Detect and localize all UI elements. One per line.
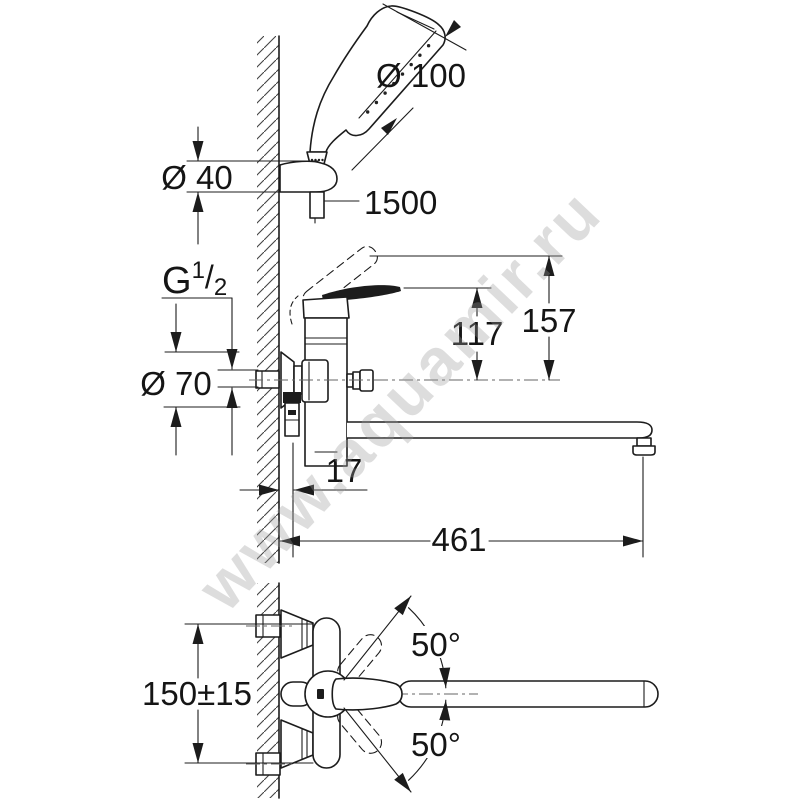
dim-label-head-diameter: Ø 100 <box>376 57 466 94</box>
dim-label-hose-length: 1500 <box>364 184 437 221</box>
mixer-side-view <box>255 245 656 467</box>
dim-label-461: 461 <box>431 521 486 558</box>
hand-shower-body <box>309 5 446 153</box>
bottom-escutcheon <box>280 719 314 769</box>
dim-label-117: 117 <box>451 315 504 352</box>
spout-nozzle-neck <box>636 437 652 447</box>
lever-handle-plan <box>331 677 403 711</box>
dim-label-holder-diameter: Ø 40 <box>161 159 233 196</box>
dim-label-50-up: 50° <box>411 626 461 663</box>
spray-face-line <box>358 30 437 119</box>
dim-height-117: 117 <box>403 287 504 381</box>
hand-shower <box>279 5 446 224</box>
dim-label-150: 150±15 <box>142 675 252 712</box>
dim-escutcheon-diameter: Ø 70 <box>140 303 241 456</box>
arrowhead <box>445 20 461 37</box>
dim-label-escutcheon-diameter: Ø 70 <box>140 365 212 402</box>
label-background <box>408 626 464 658</box>
wall-section-side-view <box>257 35 280 564</box>
dim-label-50-down: 50° <box>411 726 461 763</box>
dim-label-157: 157 <box>521 302 576 339</box>
site-watermark: www.aquamir.ru <box>183 175 616 625</box>
connector-detail <box>288 410 296 415</box>
lever-base <box>302 296 350 319</box>
label-background <box>408 726 464 758</box>
arrowhead <box>381 118 397 135</box>
shower-hose-stub <box>309 191 325 219</box>
pivot-detail <box>317 689 324 699</box>
dim-label-thread: G1/2 <box>162 257 227 302</box>
dim-label-17: 17 <box>326 452 363 489</box>
mixer-plan-view <box>246 609 659 776</box>
shower-outlet-nut <box>283 392 301 403</box>
dim-spout-reach-461: 461 <box>279 456 644 558</box>
dim-holder-diameter: Ø 40 <box>161 126 323 245</box>
spout-nozzle <box>632 445 656 456</box>
lever-motion-arc <box>289 295 299 325</box>
dim-shower-head-diameter: Ø 100 <box>351 3 467 171</box>
dim-thread-size: G1/2 <box>161 257 259 456</box>
dim-hose-length: 1500 <box>323 184 437 221</box>
dim-connection-centers: 150±15 <box>142 623 314 764</box>
shower-holder-bracket <box>279 160 338 193</box>
wall-hatching <box>257 36 279 563</box>
dim-swivel-angle-down: 50° <box>343 699 464 793</box>
dim-height-157: 157 <box>369 255 577 381</box>
dim-swivel-angle-up: 50° <box>343 595 464 689</box>
spray-face-dots <box>366 44 431 114</box>
union-nut <box>301 359 329 403</box>
dim-wall-offset-17: 17 <box>239 442 368 558</box>
top-escutcheon <box>280 609 314 659</box>
